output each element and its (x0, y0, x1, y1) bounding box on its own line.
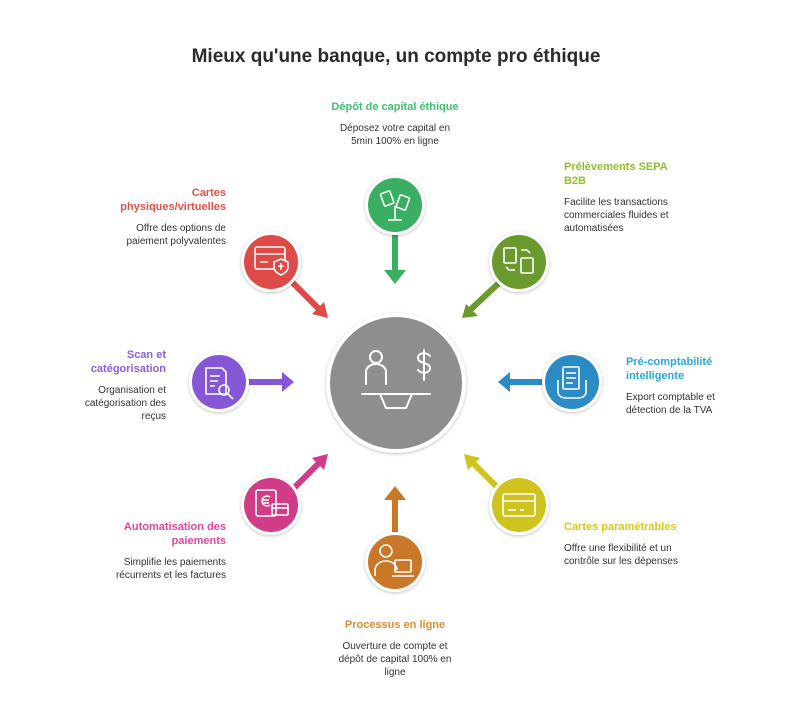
node-cartes-phys (241, 232, 301, 292)
item-desc: Déposez votre capital en 5min 100% en li… (339, 123, 451, 147)
item-title: Pré-comptabilité intelligente (626, 356, 713, 382)
credit-card-icon (502, 493, 536, 517)
item-title: Processus en ligne (344, 619, 446, 631)
item-prelevements: Prélèvements SEPA B2B Facilite les trans… (564, 160, 684, 235)
item-depot: Dépôt de capital éthique Déposez votre c… (330, 100, 460, 148)
item-automatisation: Automatisation des paiements Simplifie l… (106, 520, 226, 582)
arrow-depot (384, 229, 406, 284)
ethical-scale-icon (361, 349, 431, 409)
page-title: Mieux qu'une banque, un compte pro éthiq… (191, 46, 601, 67)
item-title: Cartes physiques/virtuelles (120, 187, 226, 213)
center-node (326, 313, 466, 453)
item-scan: Scan et catégorisation Organisation et c… (66, 348, 166, 423)
item-desc: Offre des options de paiement polyvalent… (126, 223, 226, 247)
document-search-icon (205, 367, 234, 400)
node-precompta (542, 352, 602, 412)
item-title: Automatisation des paiements (123, 521, 226, 547)
arrow-prelevements (462, 279, 503, 318)
item-desc: Simplifie les paiements récurrents et le… (115, 557, 226, 581)
item-desc: Organisation et catégorisation des reçus (84, 385, 166, 422)
item-title: Scan et catégorisation (90, 349, 166, 375)
receipt-hand-icon (557, 366, 587, 399)
wallet-euro-icon (255, 489, 289, 517)
item-title: Dépôt de capital éthique (331, 101, 459, 113)
item-precompta: Pré-comptabilité intelligente Export com… (626, 355, 736, 417)
arrow-automatisation (289, 454, 328, 493)
node-cartes-param (489, 475, 549, 535)
item-desc: Export comptable et détection de la TVA (626, 392, 715, 416)
node-processus (365, 532, 425, 592)
card-shield-icon (254, 246, 289, 276)
item-desc: Facilite les transactions commerciales f… (564, 197, 669, 234)
item-desc: Offre une flexibilité et un contrôle sur… (564, 543, 678, 567)
item-title: Prélèvements SEPA B2B (564, 161, 668, 187)
arrow-processus (384, 486, 406, 539)
document-exchange-icon (503, 247, 534, 274)
node-prelevements (489, 232, 549, 292)
money-plant-icon (379, 190, 411, 221)
person-laptop-icon (374, 544, 414, 577)
item-processus: Processus en ligne Ouverture de compte e… (330, 618, 460, 679)
item-cartes-param: Cartes paramétrables Offre une flexibili… (564, 520, 684, 568)
arrow-cartes-param (464, 454, 503, 493)
node-automatisation (241, 475, 301, 535)
item-cartes-phys: Cartes physiques/virtuelles Offre des op… (96, 186, 226, 248)
node-scan (189, 352, 249, 412)
arrow-scan (241, 372, 294, 392)
node-depot (365, 175, 425, 235)
item-desc: Ouverture de compte et dépôt de capital … (338, 641, 452, 678)
item-title: Cartes paramétrables (564, 521, 677, 533)
arrow-cartes-phys (289, 279, 328, 318)
arrow-precompta (498, 372, 549, 392)
